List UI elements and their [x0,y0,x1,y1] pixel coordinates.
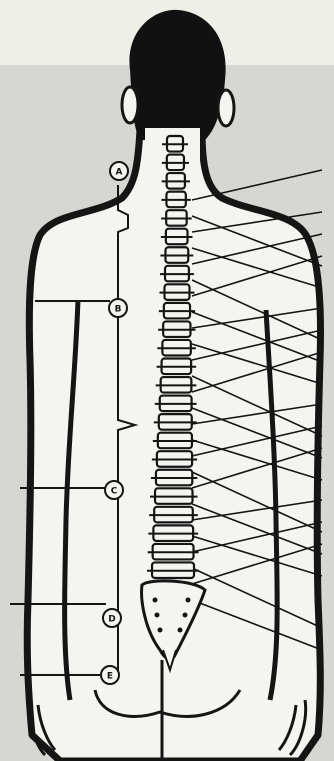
marker-b: B [109,299,127,317]
vertebra [161,210,192,226]
vertebra [156,377,197,393]
vertebra [153,433,197,449]
vertebra [149,507,198,523]
vertebra [159,303,195,319]
vertebra [148,525,198,541]
marker-d: D [103,609,121,627]
vertebra [147,562,199,578]
head [129,10,225,140]
vertebra [148,544,199,560]
marker-e-label: E [107,672,113,682]
vertebra [162,155,189,171]
sacral-foramen [155,613,160,618]
vertebra [160,247,193,263]
right-ear [218,90,234,126]
vertebra [154,414,197,430]
sacral-foramen [153,598,158,603]
vertebra [158,321,195,337]
left-ear [122,87,138,123]
vertebra [155,396,197,412]
vertebra [162,173,190,189]
sacral-foramen [178,628,183,633]
marker-a: A [110,162,128,180]
marker-e: E [101,666,119,684]
vertebra [157,340,195,356]
sacral-foramen [183,613,188,618]
vertebra [151,470,197,486]
sacral-foramen [186,598,191,603]
sacral-foramen [158,628,163,633]
marker-a-label: A [116,168,123,178]
vertebra [157,359,197,375]
marker-d-label: D [108,615,115,625]
vertebra [159,284,194,300]
marker-c: C [105,481,123,499]
vertebra [160,266,194,282]
vertebra [150,488,197,504]
marker-b-label: B [115,305,122,315]
vertebra [161,229,193,245]
marker-c-label: C [111,487,118,497]
vertebra [152,451,197,467]
vertebra [161,192,190,208]
